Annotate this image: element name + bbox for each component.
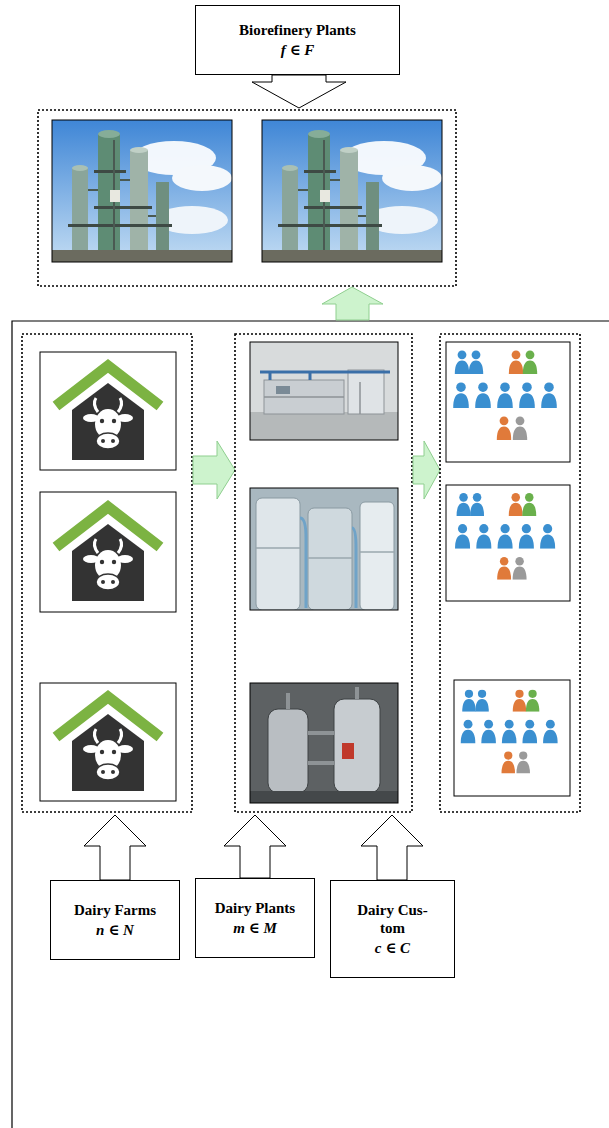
set-notation: f ∈ F (281, 41, 315, 59)
plant-picture (250, 342, 398, 440)
set-notation: m ∈ M (233, 919, 277, 937)
customer-icon (454, 682, 570, 794)
label-box: Dairy Cus- tom c ∈ C (330, 880, 455, 978)
picture-frame (52, 120, 232, 262)
set-notation: n ∈ N (96, 921, 134, 939)
picture-frame (250, 342, 398, 440)
dotted-group (38, 110, 456, 286)
label-box: Dairy Farms n ∈ N (50, 880, 180, 960)
picture-frame (262, 120, 442, 262)
label-box: Biorefinery Plants f ∈ F (195, 5, 400, 75)
flow-arrow (413, 441, 440, 499)
customer-icon (448, 485, 568, 601)
node-title: Biorefinery Plants (239, 21, 356, 39)
node-title: Dairy Cus- tom (348, 901, 438, 937)
picture-frame (250, 488, 398, 610)
dotted-group (235, 334, 412, 812)
picture-frame (40, 492, 176, 612)
node-title: Dairy Plants (215, 899, 295, 917)
block-arrow (224, 815, 286, 878)
flow-arrow (322, 287, 383, 320)
plant-picture (250, 683, 398, 803)
dotted-group (22, 334, 192, 812)
set-notation: c ∈ C (375, 939, 410, 957)
label-box: Dairy Plants m ∈ M (195, 878, 315, 958)
node-title: Dairy Farms (74, 901, 156, 919)
picture-frame (446, 485, 570, 601)
frame (12, 321, 609, 1128)
block-arrow (84, 815, 146, 880)
dotted-group (440, 334, 580, 812)
picture-frame (250, 683, 398, 803)
farm-icon (40, 493, 176, 611)
block-arrow (361, 815, 423, 880)
farm-icon (40, 683, 176, 801)
picture-frame (446, 342, 570, 462)
farm-icon (40, 352, 176, 470)
refinery-picture (262, 120, 442, 262)
picture-frame (40, 683, 176, 801)
plant-picture (250, 488, 398, 610)
picture-frame (40, 352, 176, 470)
customer-icon (446, 342, 570, 462)
picture-frame (454, 680, 570, 796)
flow-arrow (193, 441, 235, 499)
block-arrow (252, 75, 346, 108)
refinery-picture (52, 120, 232, 262)
